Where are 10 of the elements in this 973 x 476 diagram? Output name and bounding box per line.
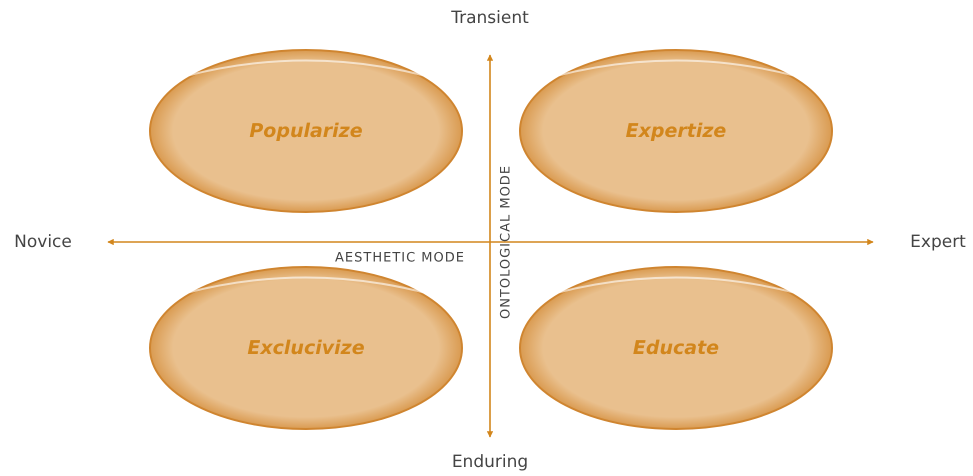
axis-label: Novice [14, 232, 72, 252]
axis-label: Transient [451, 8, 529, 28]
quadrant-label: Expertize [624, 120, 728, 142]
quadrant-label: Exclucivize [246, 337, 366, 359]
axis-label: AESTHETIC MODE [335, 250, 465, 266]
axis-label: ONTOLOGICAL MODE [498, 164, 514, 320]
axis-label: Enduring [452, 452, 528, 472]
quadrant-label: Educate [632, 337, 720, 359]
axis-label: Expert [910, 232, 966, 252]
quadrant-label: Popularize [248, 120, 364, 142]
